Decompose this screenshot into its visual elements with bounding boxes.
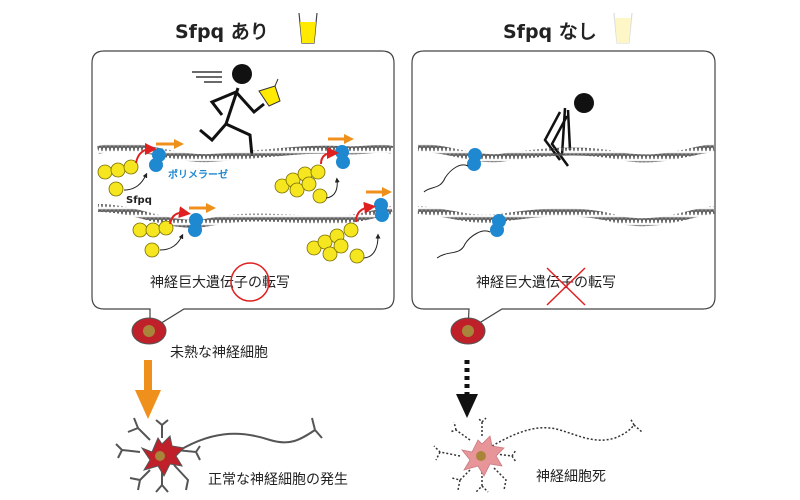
healthy-neuron-icon — [115, 417, 323, 493]
recruit-arrow — [363, 233, 381, 259]
running-figure-icon — [192, 64, 281, 157]
recruit-arrow — [159, 233, 184, 251]
orange-direction-arrow — [366, 187, 392, 197]
right-panel-title: Sfpq なし — [503, 21, 597, 43]
sfpq-label: Sfpq — [126, 195, 152, 206]
left-panel-title: Sfpq あり — [175, 21, 269, 43]
red-transcript-arrow — [320, 147, 339, 165]
sfpq-cluster — [306, 222, 365, 264]
sfpq-cluster — [97, 159, 139, 197]
rna-transcript — [436, 230, 491, 259]
rna-transcript — [423, 164, 469, 193]
orange-direction-arrow — [156, 139, 184, 149]
death-arrow — [456, 360, 478, 418]
orange-direction-arrow — [328, 134, 354, 144]
dying-neuron-icon — [433, 417, 643, 493]
dna-strand-right-top — [417, 144, 715, 163]
polymerase-icon — [374, 198, 389, 222]
neuron-death-label: 神経細胞死 — [536, 469, 606, 485]
healthy-neuron-label: 正常な神経細胞の発生 — [208, 472, 348, 488]
red-transcript-arrow — [355, 201, 376, 223]
immature-neuron-icon — [450, 317, 486, 345]
polymerase-label: ポリメラーゼ — [168, 168, 228, 181]
right-transcription-label: 神経巨大遺伝子の転写 — [476, 275, 616, 291]
orange-direction-arrow — [189, 203, 216, 213]
left-transcription-label: 神経巨大遺伝子の転写 — [150, 275, 290, 291]
red-cross-mark — [546, 267, 586, 306]
left-speech-bubble — [91, 50, 395, 332]
empty-cup-icon — [613, 12, 633, 44]
collapsed-figure-icon — [543, 93, 594, 167]
red-transcript-arrow — [169, 206, 191, 225]
cup-in-hand-icon — [258, 78, 281, 107]
dna-strand-right-bottom — [417, 206, 715, 227]
sfpq-cluster — [274, 164, 328, 204]
right-speech-bubble — [411, 50, 716, 332]
immature-neuron-icon — [131, 317, 167, 345]
recruit-arrow — [325, 177, 340, 199]
full-cup-icon — [298, 12, 318, 44]
red-highlight-circle — [230, 262, 270, 302]
polymerase-icon — [490, 214, 506, 237]
dna-strand-left-bottom — [97, 204, 393, 228]
recruit-arrow — [123, 172, 148, 191]
immature-neuron-label: 未熟な神経細胞 — [170, 345, 268, 361]
development-arrow — [135, 360, 161, 419]
polymerase-icon — [467, 148, 482, 171]
red-transcript-arrow — [135, 143, 157, 164]
sfpq-cluster — [132, 220, 174, 258]
polymerase-icon — [335, 145, 350, 169]
dying-neuron-body — [461, 435, 505, 477]
polymerase-icon — [188, 213, 203, 237]
